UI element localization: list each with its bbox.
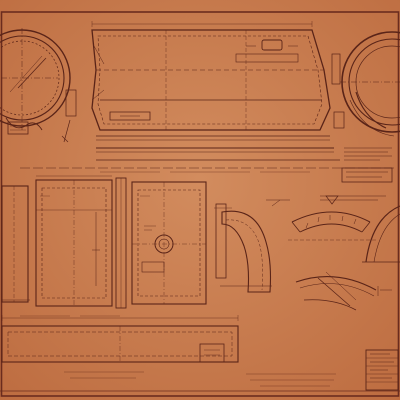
quarter-arc-view bbox=[362, 205, 400, 263]
crossed-curved-members bbox=[295, 271, 392, 311]
panel-view-c-with-port bbox=[131, 181, 207, 305]
panel-view-a bbox=[1, 185, 30, 303]
title-block bbox=[365, 349, 399, 391]
illegible-notes bbox=[20, 171, 336, 387]
panel-view-b bbox=[35, 175, 113, 307]
top-elevation-view bbox=[91, 21, 331, 131]
bottom-strip-view bbox=[1, 315, 239, 363]
arc-ring-segment-view bbox=[288, 195, 376, 241]
panel-divider-strip bbox=[115, 177, 127, 309]
right-notes-block bbox=[320, 147, 393, 201]
rail-section-lines bbox=[20, 135, 396, 169]
right-port-view bbox=[331, 31, 400, 137]
curved-frame-view bbox=[214, 199, 290, 293]
left-port-view bbox=[0, 28, 77, 143]
